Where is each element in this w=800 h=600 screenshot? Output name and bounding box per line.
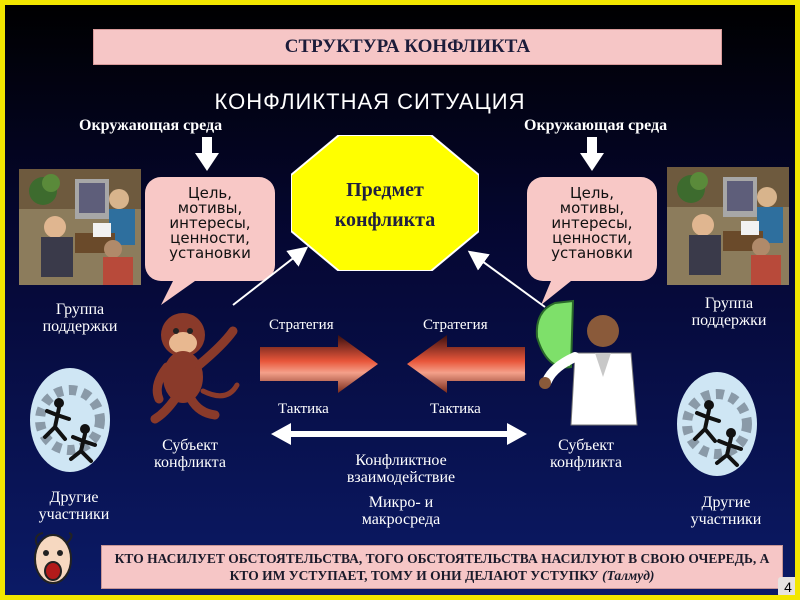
subject-right-line: конфликта	[550, 454, 622, 471]
conflict-situation-label: КОНФЛИКТНАЯ СИТУАЦИЯ	[214, 89, 526, 114]
other-participants-right-line: Другие	[701, 494, 751, 511]
other-participants-left-line: участники	[38, 506, 110, 523]
bubble-right-line: интересы,	[551, 214, 633, 232]
bubble-left-line: ценности,	[170, 229, 250, 247]
bubble-right-text: Цель, мотивы, интересы, ценности, устано…	[527, 186, 657, 261]
strategy-arrow-right-icon	[260, 335, 378, 393]
quote-source: (Талмуд)	[602, 568, 655, 583]
screaming-head-icon	[34, 532, 73, 584]
quote-box: КТО НАСИЛУЕТ ОБСТОЯТЕЛЬСТВА, ТОГО ОБСТОЯ…	[101, 545, 783, 589]
other-participants-right-line: участники	[690, 511, 762, 528]
gear-runners-right-icon	[677, 372, 757, 476]
environment-left-label: Окружающая среда	[79, 117, 223, 134]
page-number-badge: 4	[778, 577, 795, 595]
slide: СТРУКТУРА КОНФЛИКТА КОНФЛИКТНАЯ СИТУАЦИЯ…	[5, 5, 795, 595]
tactics-right-label: Тактика	[430, 401, 481, 417]
gear-runners-left-icon	[30, 368, 110, 472]
quote-body: КТО НАСИЛУЕТ ОБСТОЯТЕЛЬСТВА, ТОГО ОБСТОЯ…	[114, 551, 770, 583]
subject-of-conflict-octagon	[291, 135, 479, 271]
subject-right-label: Субъект конфликта	[531, 437, 641, 471]
bubble-left-line: мотивы,	[177, 199, 243, 217]
strategy-left-label: Стратегия	[269, 317, 334, 333]
interaction-double-arrow-icon	[271, 423, 527, 445]
monkey-icon	[150, 313, 240, 424]
subject-of-conflict-line: Предмет	[346, 179, 424, 201]
slide-title: СТРУКТУРА КОНФЛИКТА	[93, 29, 722, 65]
bubble-right-line: мотивы,	[559, 199, 625, 217]
bubble-left-line: установки	[169, 244, 251, 262]
tactics-left-label: Тактика	[278, 401, 329, 417]
bubble-left-line: Цель,	[187, 184, 233, 202]
subject-right-line: Субъект	[558, 437, 614, 454]
interaction-line: взаимодействие	[346, 469, 456, 486]
down-arrow-right-icon	[580, 137, 604, 171]
environment-bottom-label: Микро- и макросреда	[323, 494, 479, 528]
bubble-left-line: интересы,	[169, 214, 251, 232]
quote-text: КТО НАСИЛУЕТ ОБСТОЯТЕЛЬСТВА, ТОГО ОБСТОЯ…	[110, 550, 774, 584]
interaction-label: Конфликтное взаимодействие	[323, 452, 479, 486]
environment-bottom-line: макросреда	[361, 511, 441, 528]
down-arrow-left-icon	[195, 137, 219, 171]
support-group-right-label: Группа поддержки	[674, 295, 784, 329]
bubble-right-line: Цель,	[569, 184, 615, 202]
other-participants-left-line: Другие	[49, 489, 99, 506]
support-group-left-line: Группа	[55, 301, 105, 318]
interaction-line: Конфликтное	[355, 452, 447, 469]
support-group-left-label: Группа поддержки	[25, 301, 135, 335]
support-group-left-line: поддержки	[42, 318, 118, 335]
subject-left-line: Субъект	[162, 437, 218, 454]
support-group-right-line: Группа	[704, 295, 754, 312]
bubble-right-shape	[527, 177, 657, 305]
other-participants-right-label: Другие участники	[671, 494, 781, 528]
bubble-left-text: Цель, мотивы, интересы, ценности, устано…	[145, 186, 275, 261]
environment-right-label: Окружающая среда	[524, 117, 668, 134]
strategy-arrow-left-icon	[407, 335, 525, 393]
office-photo-right-icon	[667, 167, 789, 285]
office-photo-left-icon	[19, 169, 141, 285]
scientist-icon	[535, 299, 638, 426]
other-participants-left-label: Другие участники	[19, 489, 129, 523]
bubble-right-line: ценности,	[552, 229, 632, 247]
environment-bottom-line: Микро- и	[368, 494, 434, 511]
bubble-right-line: установки	[551, 244, 633, 262]
subject-of-conflict-text: Предмет конфликта	[291, 175, 479, 235]
subject-of-conflict-line: конфликта	[334, 209, 436, 231]
support-group-right-line: поддержки	[691, 312, 767, 329]
strategy-right-label: Стратегия	[423, 317, 488, 333]
subject-left-label: Субъект конфликта	[135, 437, 245, 471]
subject-left-line: конфликта	[154, 454, 226, 471]
